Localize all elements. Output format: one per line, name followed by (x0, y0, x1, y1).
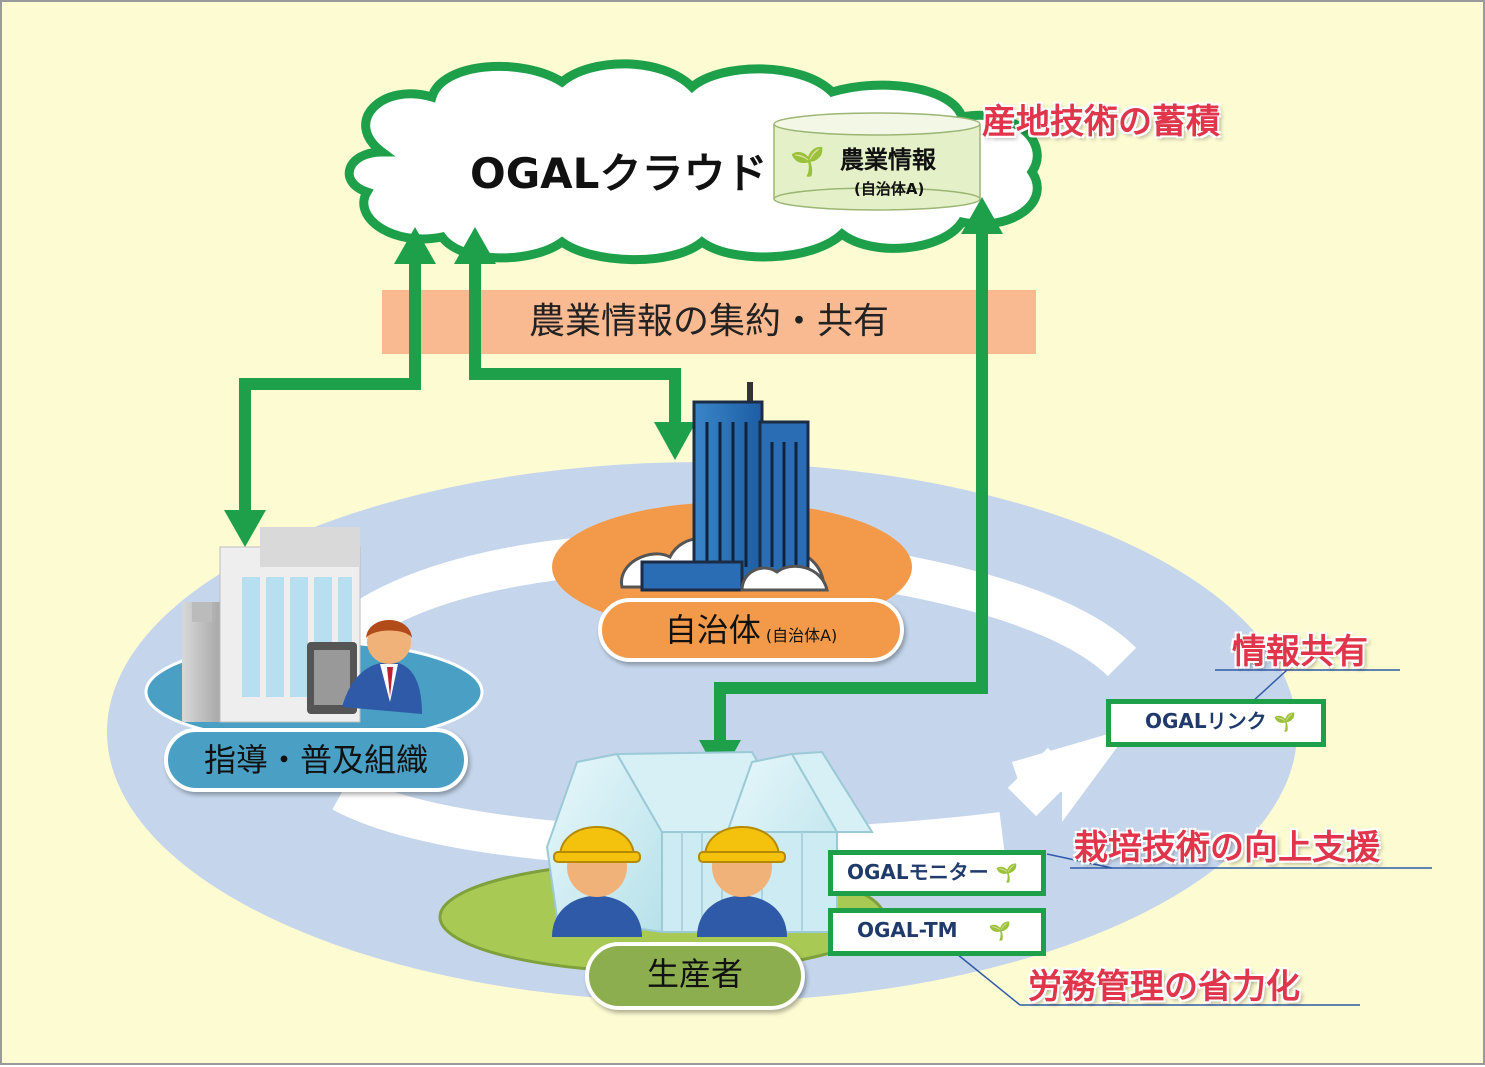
info-sharing-label: 情報共有 (1232, 632, 1368, 672)
labor-saving-label: 労務管理の省力化 (1028, 967, 1300, 1007)
skyscraper-icon (620, 382, 829, 592)
aggregation-banner (382, 290, 1036, 354)
accumulation-label: 産地技術の蓄積 (982, 102, 1220, 142)
database-subtitle: (自治体A) (854, 180, 925, 198)
arrowhead-local-down (654, 422, 696, 460)
wheelbarrow-icon: 🌱 (995, 863, 1019, 884)
ogal-monitor-label: OGALモニター (847, 860, 989, 884)
local-gov-sublabel: (自治体A) (765, 626, 838, 645)
ogal-tm-box: OGAL-TM 🌱 (828, 908, 1046, 956)
wheelbarrow-icon: 🌱 (790, 145, 825, 178)
worker-icon (697, 826, 787, 937)
ogal-link-label: OGALリンク (1145, 709, 1267, 733)
annotation-lines (951, 669, 1432, 1006)
wheelbarrow-icon: 🌱 (988, 921, 1011, 942)
producer-label: 生産者 (646, 955, 743, 993)
producer-node: 生産者 (585, 942, 805, 1010)
wheelbarrow-icon: 🌱 (1273, 712, 1297, 733)
local-gov-label: 自治体 (664, 611, 761, 649)
arrowhead-cloud-up (961, 197, 1003, 234)
cultivation-support-label: 栽培技術の向上支援 (1074, 828, 1380, 868)
worker-icon (552, 826, 642, 937)
arrowhead-local-up (454, 227, 496, 264)
aggregation-label: 農業情報の集約・共有 (528, 301, 889, 342)
ogal-monitor-box: OGALモニター 🌱 (828, 850, 1046, 896)
ogal-tm-label: OGAL-TM (857, 918, 958, 942)
arrowhead-guidance-down (224, 510, 266, 547)
database-icon (773, 112, 981, 211)
guidance-org-node: 指導・普及組織 (164, 728, 468, 792)
database-title: 農業情報 (840, 146, 936, 174)
person-at-computer-icon (307, 620, 422, 714)
ogal-link-box: OGALリンク 🌱 (1106, 699, 1326, 747)
arrowhead-guidance-up (394, 227, 436, 264)
flow-arrows (239, 232, 988, 742)
cloud-title: OGALクラウド (470, 149, 768, 198)
office-building-icon (182, 527, 361, 723)
guidance-org-label: 指導・普及組織 (203, 741, 428, 779)
local-gov-node: 自治体 (自治体A) (598, 598, 904, 662)
